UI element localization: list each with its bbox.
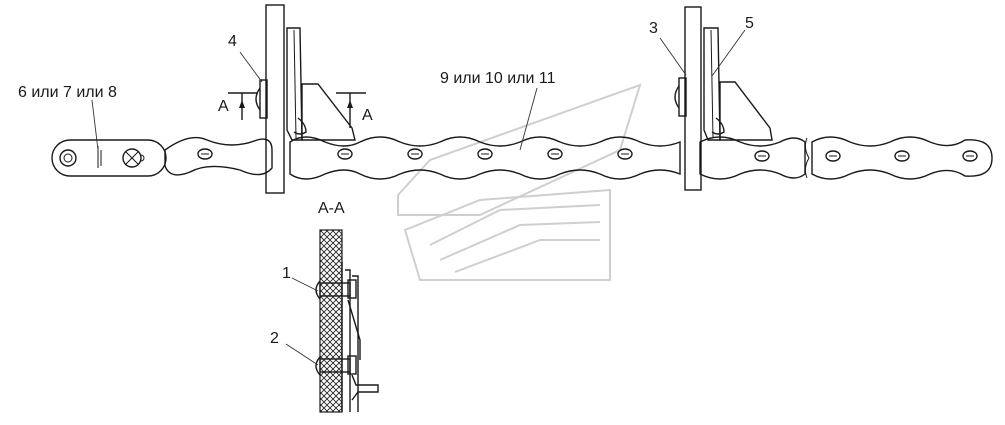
leader-3 [659, 37, 687, 76]
section-gusset-edge [347, 299, 361, 360]
arrow-head-right [347, 100, 353, 108]
section-hatched-plate [319, 229, 343, 413]
pin [547, 148, 563, 160]
label-part-4: 4 [228, 33, 237, 50]
chain-link [289, 136, 681, 180]
chain-links [164, 136, 993, 180]
bolt-2-nut [347, 355, 357, 375]
end-attachment-link [51, 139, 167, 177]
scraper-plate-left [265, 4, 285, 194]
pin [197, 148, 213, 160]
bracket-edge-left [293, 29, 297, 139]
section-flange [352, 275, 359, 412]
bolt-dome-right [674, 85, 680, 109]
section-view-a-a: A-A [315, 200, 379, 413]
label-part-2: 2 [270, 330, 279, 347]
chain-break-line [804, 137, 810, 179]
pin [825, 150, 841, 162]
pin [477, 148, 493, 160]
nut-left [293, 117, 307, 135]
scraper-assembly-left [255, 4, 356, 194]
label-part-3: 3 [649, 20, 658, 37]
arrow-head-left [239, 100, 245, 108]
bolt-2-shank [319, 358, 351, 373]
leader-lines [91, 29, 746, 366]
scraper-bracket-left [286, 27, 303, 141]
roller-chain [51, 136, 993, 180]
gusset-left [301, 83, 356, 141]
pin [407, 148, 423, 160]
chain-pins [197, 148, 978, 162]
scraper-assembly-right [674, 6, 773, 191]
end-link-pin-inner [63, 153, 73, 163]
leader-6-7-8 [91, 99, 99, 151]
section-mark-left: A [218, 98, 229, 115]
pin [962, 150, 978, 162]
leader-5 [711, 29, 746, 77]
bolt-2-head [315, 356, 321, 376]
end-link-bolt [122, 148, 142, 168]
gusset-right [719, 81, 773, 141]
section-cut-marks: A A [218, 92, 373, 128]
label-part-1: 1 [282, 265, 291, 282]
bolt-head-left [259, 79, 268, 119]
section-link-bend [351, 374, 379, 401]
watermark-logo [397, 83, 642, 281]
bolt-dome-left [255, 87, 261, 111]
chain-link [164, 136, 273, 176]
label-part-9-10-11: 9 или 10 или 11 [440, 70, 556, 87]
bolt-1-nut [347, 279, 357, 299]
end-link-bolt-cross [125, 151, 139, 165]
chain-link [699, 136, 806, 180]
pin [617, 148, 633, 160]
leader-4 [239, 51, 263, 83]
leader-9-10-11 [519, 87, 538, 151]
bracket-edge-right [710, 29, 714, 139]
leader-2 [285, 343, 319, 366]
nut-right [711, 117, 725, 135]
bolt-1-shank [319, 282, 351, 297]
pin [337, 148, 353, 160]
section-title: A-A [318, 200, 345, 217]
pin [894, 150, 910, 162]
scraper-plate-right [684, 6, 702, 191]
bolt-head-right [678, 77, 687, 117]
part-labels: 4 6 или 7 или 8 9 или 10 или 11 3 5 1 2 [18, 15, 754, 347]
pin [754, 150, 770, 162]
label-part-6-7-8: 6 или 7 или 8 [18, 84, 117, 101]
leader-1 [291, 277, 319, 292]
section-mark-right: A [362, 107, 373, 124]
label-part-5: 5 [745, 15, 754, 32]
end-link-pin [59, 149, 77, 167]
end-link-key [140, 154, 145, 162]
chain-link [811, 136, 993, 180]
scraper-bracket-right [703, 27, 721, 141]
